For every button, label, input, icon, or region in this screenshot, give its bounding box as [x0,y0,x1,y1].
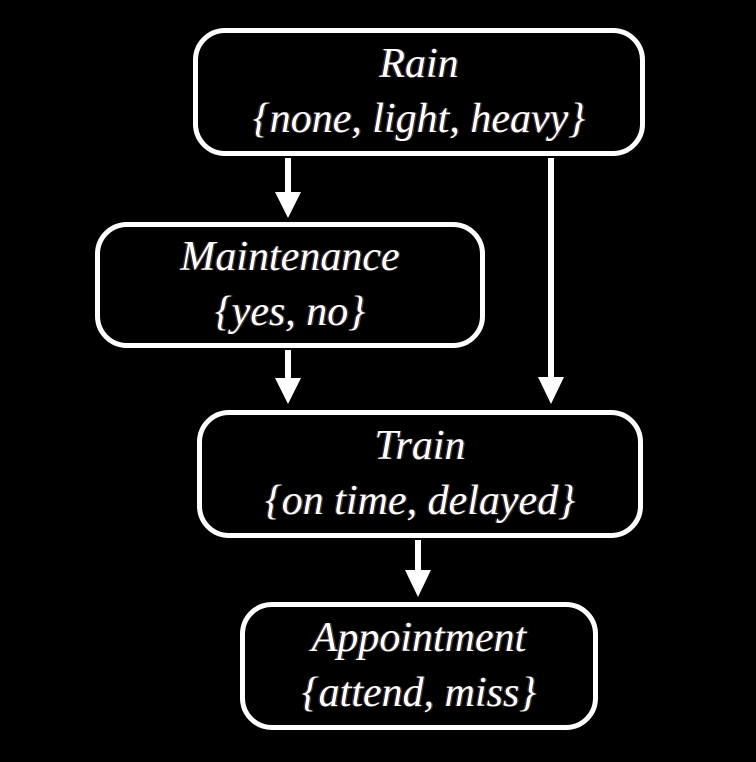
edge-train-appointment [405,540,431,597]
node-train-label: Train [374,423,466,469]
node-appointment-values: {attend, miss} [301,670,537,716]
node-appointment-label: Appointment [311,615,527,661]
node-rain-values: {none, light, heavy} [252,96,586,142]
edge-rain-maintenance [275,158,301,218]
edge-rain-train [538,158,564,404]
node-maintenance-values: {yes, no} [214,289,366,335]
node-maintenance: Maintenance {yes, no} [95,222,485,348]
node-rain-label: Rain [379,41,459,87]
node-train: Train {on time, delayed} [197,410,643,538]
node-rain: Rain {none, light, heavy} [193,28,645,156]
edge-maintenance-train [275,350,301,404]
node-maintenance-label: Maintenance [180,234,400,280]
node-appointment: Appointment {attend, miss} [240,602,598,730]
node-train-values: {on time, delayed} [265,478,575,524]
